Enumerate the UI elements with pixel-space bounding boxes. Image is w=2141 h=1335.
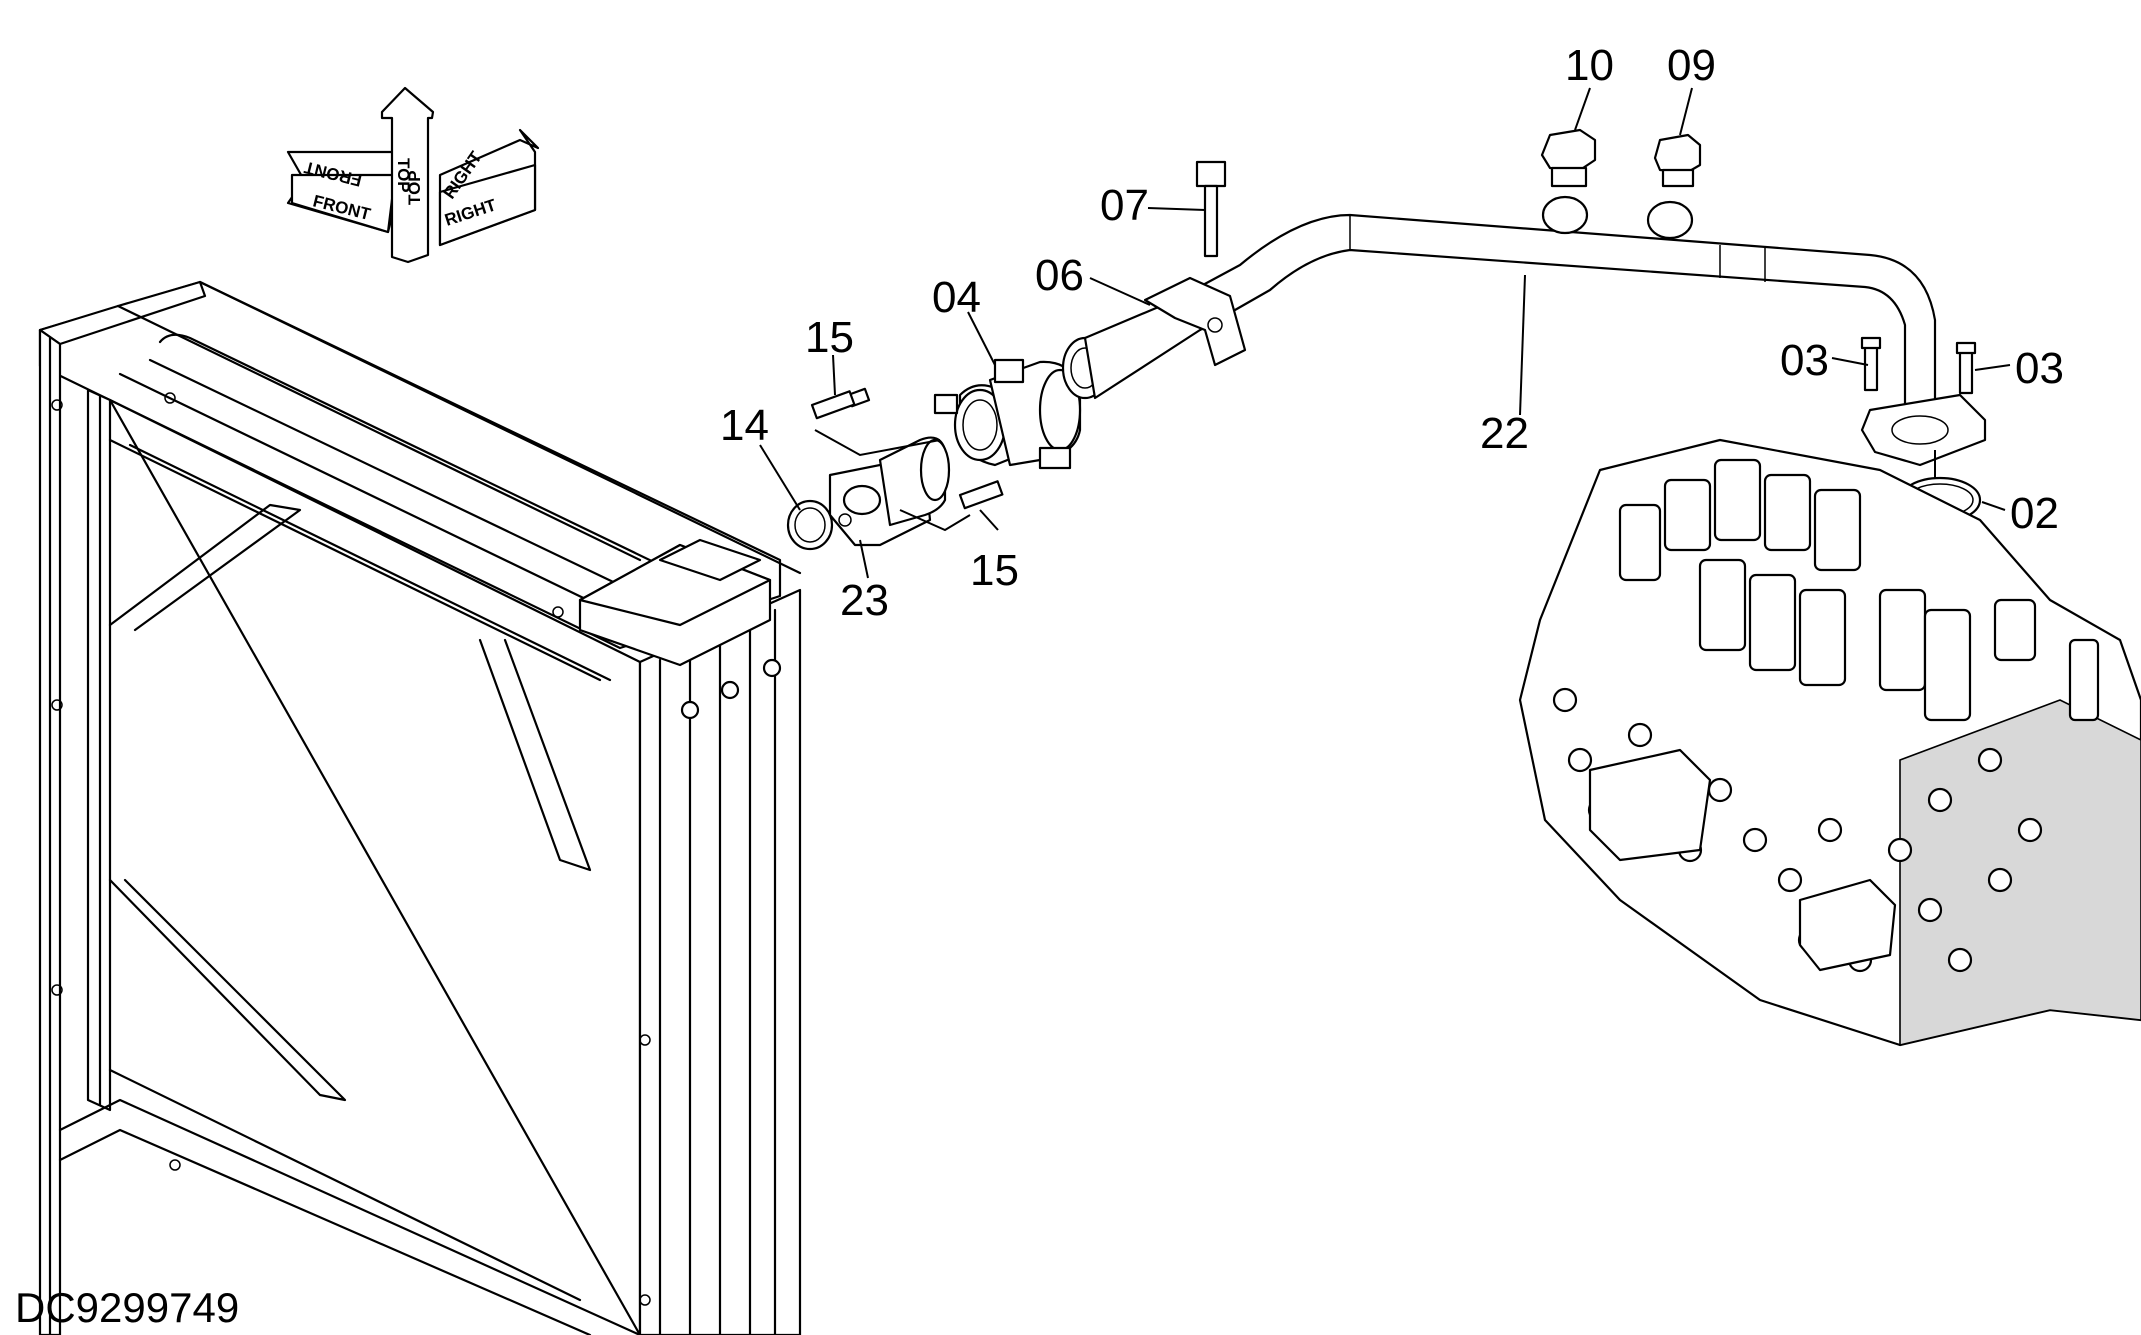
leader-lines [759, 87, 2011, 579]
callout-06: 06 [1035, 251, 1084, 300]
document-id: DC9299749 [15, 1284, 239, 1331]
hose-clamp-04 [933, 358, 1082, 470]
valve-spools [1618, 458, 2100, 722]
callout-15-top: 15 [805, 313, 854, 362]
callout-14: 14 [720, 401, 769, 450]
top-arrow-label-mirror: TOP [405, 170, 424, 205]
plug-09 [1653, 133, 1702, 174]
bolt-07 [1195, 160, 1227, 188]
callout-15-bottom: 15 [970, 546, 1019, 595]
right-arrow-face [438, 163, 537, 247]
flange-23 [786, 436, 951, 551]
callout-22: 22 [1480, 409, 1529, 458]
callout-03-left: 03 [1780, 336, 1829, 385]
top-arrow-label: TOP [394, 158, 413, 193]
radiator-frame [38, 280, 802, 1335]
callout-03-right: 03 [2015, 344, 2064, 393]
callout-04: 04 [932, 273, 981, 322]
front-arrow-face [290, 173, 397, 234]
callouts: 10 09 07 06 04 15 14 23 15 22 03 03 02 [720, 41, 2064, 625]
callout-23: 23 [840, 576, 889, 625]
bolt-15-bottom [958, 480, 1004, 510]
callout-10: 10 [1565, 41, 1614, 90]
top-arrow-icon [380, 86, 435, 264]
callout-09: 09 [1667, 41, 1716, 90]
plug-10 [1540, 128, 1597, 172]
bolt-15-top [810, 390, 856, 420]
pipe-22 [1061, 195, 1987, 467]
plugs [1540, 128, 1702, 188]
callout-07: 07 [1100, 181, 1149, 230]
callout-02: 02 [2010, 489, 2059, 538]
orientation-arrows: FRONT FRONT TOP TOP RIGHT RIGHT [286, 86, 540, 264]
control-valve [1518, 438, 2141, 1047]
